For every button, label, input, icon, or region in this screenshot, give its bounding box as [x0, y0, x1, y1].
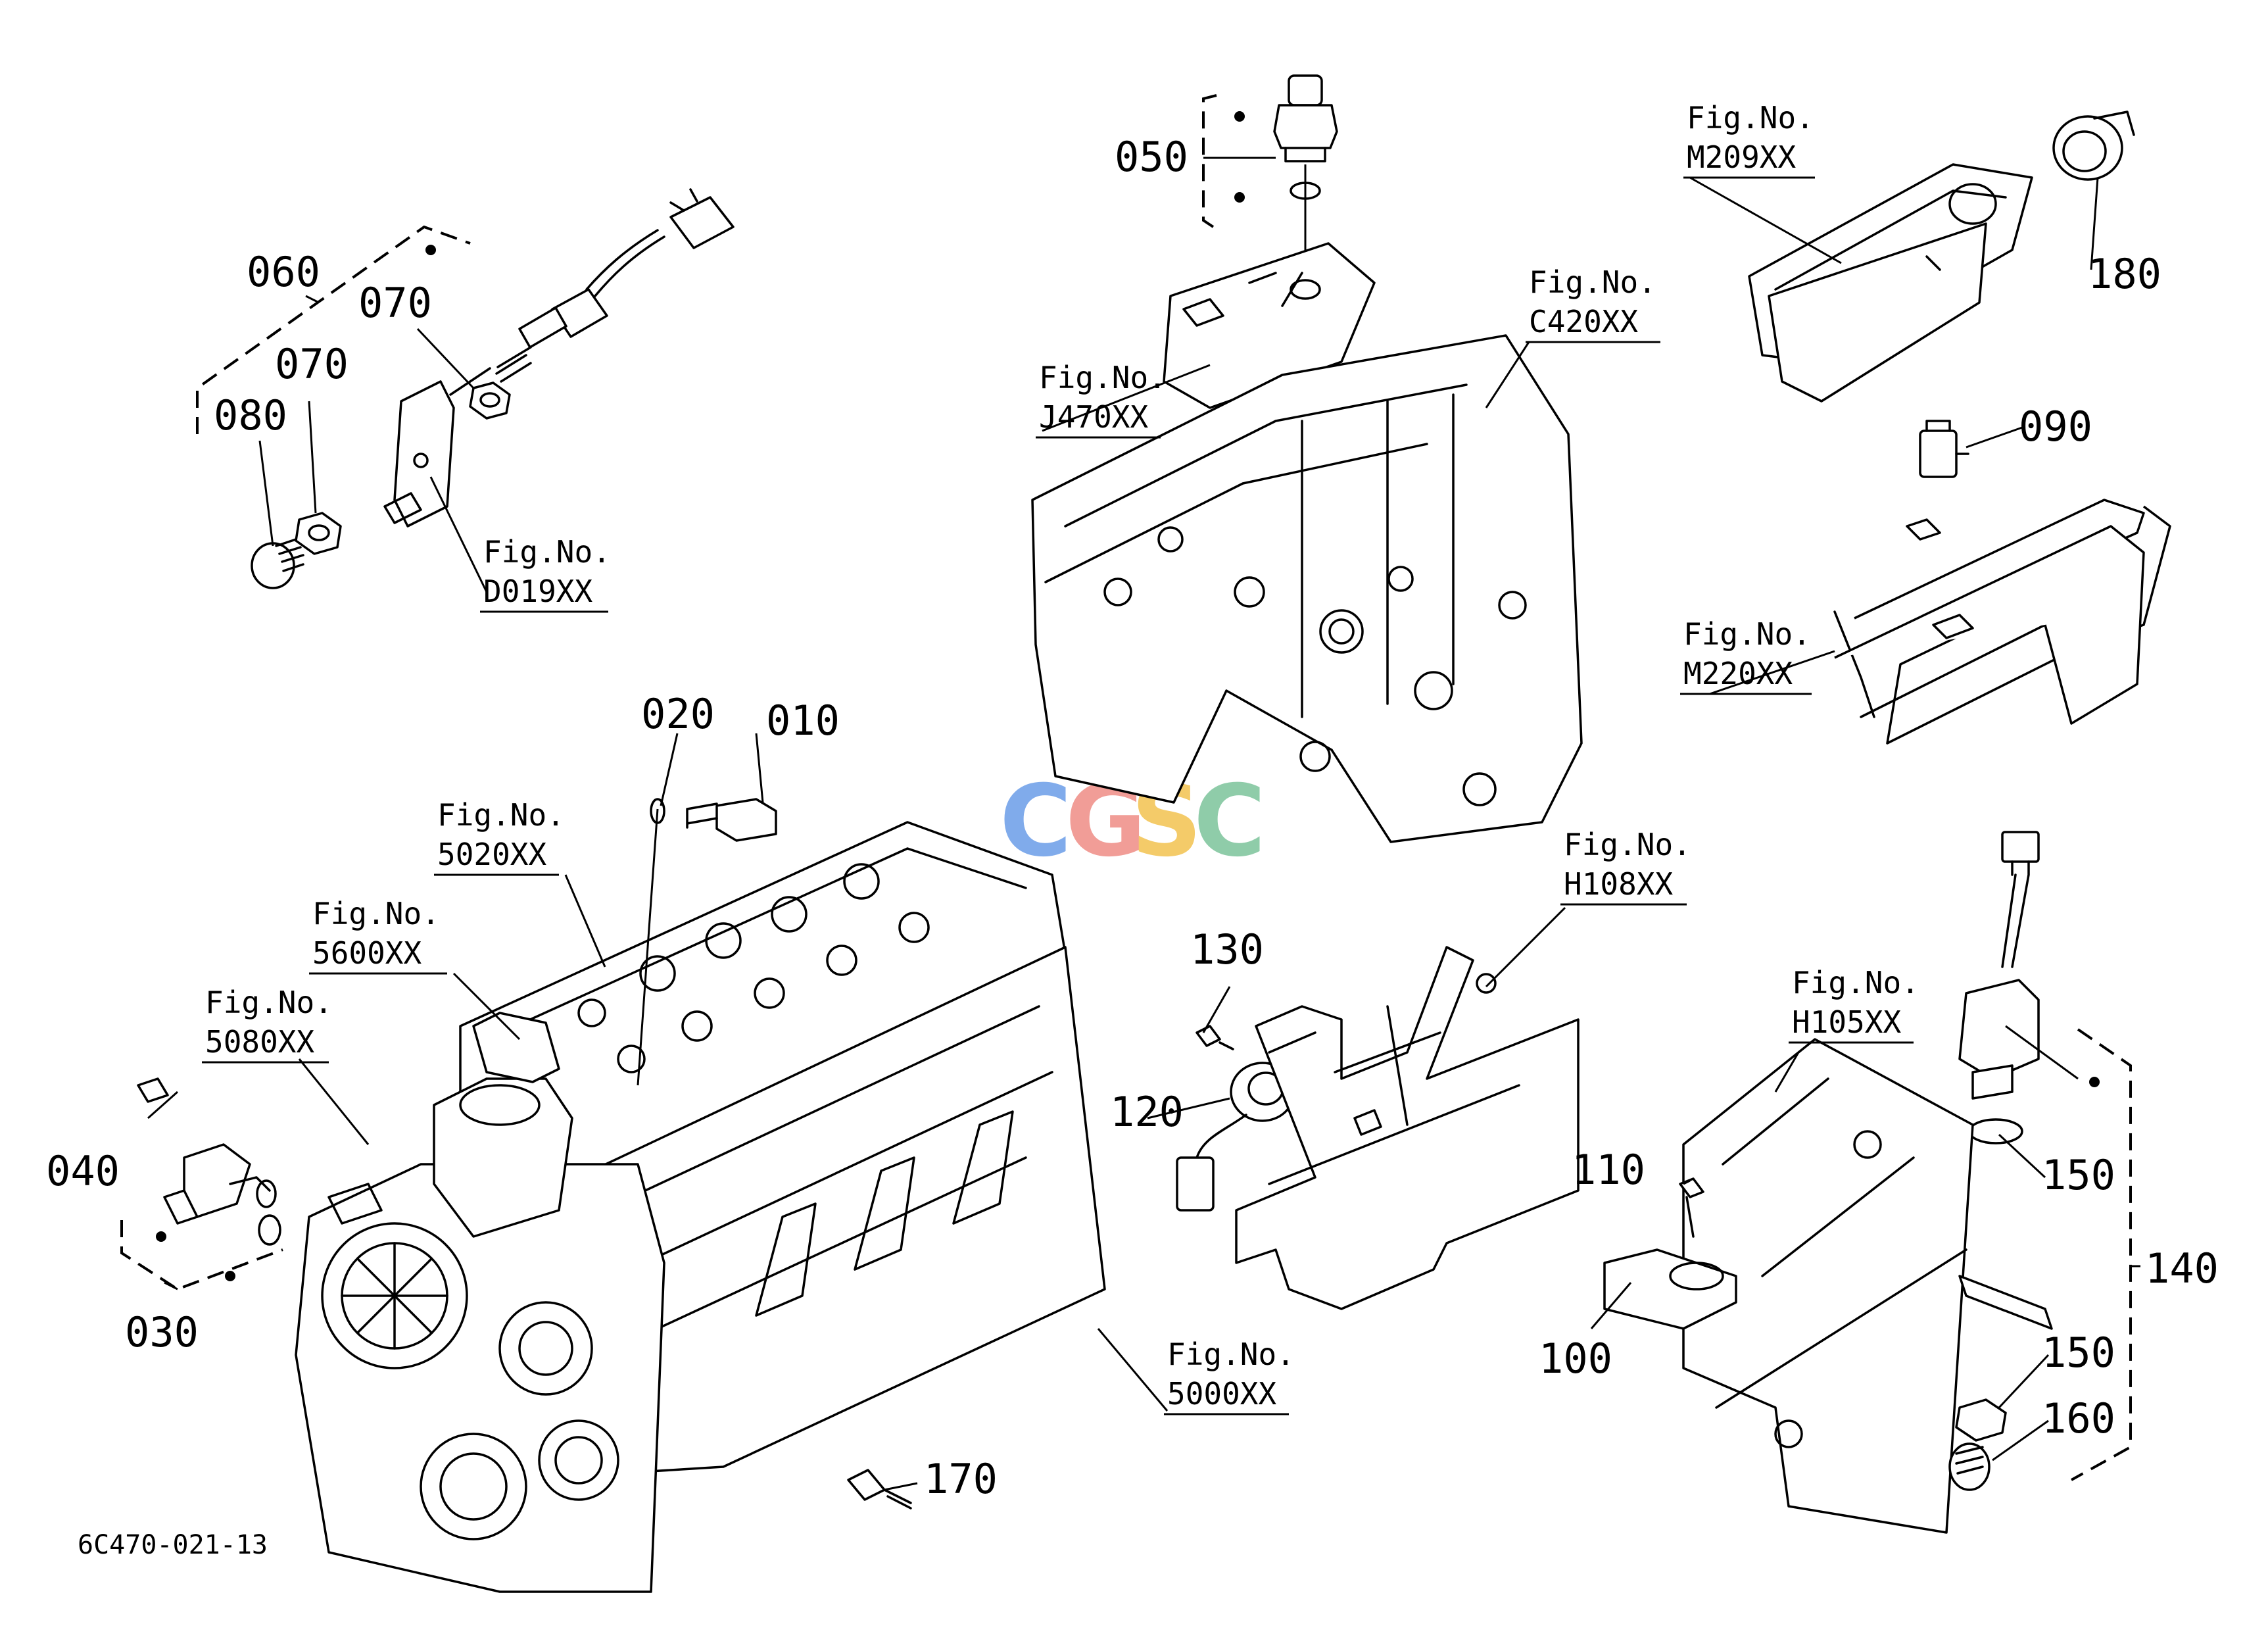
callout-160: 160 [2042, 1394, 2115, 1442]
svg-text:C: C [1194, 764, 1266, 879]
fig-ref-5600: Fig.No. 5600XX [309, 896, 447, 975]
callout-020: 020 [641, 690, 715, 738]
callout-070-upper: 070 [358, 279, 432, 327]
svg-text:Fig.No.: Fig.No. [1683, 616, 1811, 652]
svg-text:5000XX: 5000XX [1167, 1376, 1276, 1412]
callout-070-lower: 070 [275, 340, 349, 388]
svg-text:J470XX: J470XX [1039, 399, 1148, 435]
callout-090: 090 [2019, 403, 2092, 451]
bracket-dots [156, 111, 2100, 1281]
svg-text:Fig.No.: Fig.No. [1167, 1337, 1295, 1372]
callout-150-upper: 150 [2042, 1151, 2115, 1199]
svg-text:H108XX: H108XX [1564, 866, 1673, 902]
callout-100: 100 [1539, 1335, 1612, 1383]
figure-references: Fig.No. D019XX Fig.No. J470XX Fig.No. C4… [202, 100, 1919, 1415]
storage-tray-drawing [1748, 111, 2135, 403]
svg-text:Fig.No.: Fig.No. [205, 985, 333, 1020]
callout-180: 180 [2088, 250, 2161, 298]
svg-text:D019XX: D019XX [483, 574, 592, 609]
svg-text:Fig.No.: Fig.No. [1039, 360, 1167, 395]
callout-150-lower: 150 [2042, 1329, 2115, 1377]
svg-text:M220XX: M220XX [1683, 656, 1793, 691]
svg-text:Fig.No.: Fig.No. [437, 797, 565, 833]
temperature-sensor-drawing [637, 798, 777, 1086]
svg-text:5600XX: 5600XX [312, 935, 422, 971]
fig-ref-C420: Fig.No. C420XX [1526, 264, 1660, 343]
fig-ref-J470: Fig.No. J470XX [1036, 360, 1167, 439]
callout-080: 080 [214, 391, 287, 439]
fig-ref-D019: Fig.No. D019XX [480, 534, 611, 613]
fig-ref-H105: Fig.No. H105XX [1789, 965, 1919, 1044]
svg-text:5020XX: 5020XX [437, 837, 546, 872]
svg-text:Fig.No.: Fig.No. [312, 896, 440, 931]
callout-110: 110 [1572, 1146, 1645, 1194]
callout-140: 140 [2145, 1244, 2219, 1292]
fig-ref-M220: Fig.No. M220XX [1680, 616, 1812, 695]
crank-sensor-drawing [120, 1077, 283, 1291]
callout-040: 040 [46, 1147, 120, 1195]
svg-text:Fig.No.: Fig.No. [1687, 100, 1814, 135]
fig-ref-5080: Fig.No. 5080XX [202, 985, 333, 1064]
leader-lines [147, 157, 2140, 1491]
transmission-case-drawing [1031, 74, 1583, 843]
svg-text:Fig.No.: Fig.No. [483, 534, 611, 570]
callout-130: 130 [1190, 925, 1264, 973]
pedal-sensor-drawing [1603, 831, 2132, 1534]
fig-ref-5000: Fig.No. 5000XX [1164, 1337, 1295, 1415]
svg-text:Fig.No.: Fig.No. [1792, 965, 1919, 1000]
speed-sensor-assembly-drawing [196, 188, 735, 589]
fig-ref-M209: Fig.No. M209XX [1683, 100, 1815, 179]
svg-text:Fig.No.: Fig.No. [1564, 827, 1691, 862]
callout-120: 120 [1110, 1088, 1184, 1136]
callout-050: 050 [1115, 133, 1188, 181]
position-sensor-bracket-drawing [1176, 946, 1580, 1310]
callout-010: 010 [766, 697, 840, 745]
bracket-switch-drawing [1833, 420, 2171, 745]
diagram-code: 6C470-021-13 [78, 1530, 268, 1560]
callout-170: 170 [924, 1455, 998, 1503]
callout-030: 030 [125, 1308, 199, 1356]
svg-text:Fig.No.: Fig.No. [1529, 264, 1656, 300]
svg-text:M209XX: M209XX [1687, 139, 1796, 175]
svg-text:5080XX: 5080XX [205, 1024, 314, 1060]
callout-060: 060 [247, 248, 320, 296]
fig-ref-H108: Fig.No. H108XX [1560, 827, 1691, 906]
callout-labels: 010 020 030 040 050 060 070 070 080 090 … [46, 133, 2219, 1503]
svg-text:C420XX: C420XX [1529, 304, 1638, 339]
svg-text:H105XX: H105XX [1792, 1004, 1901, 1040]
fig-ref-5020: Fig.No. 5020XX [434, 797, 565, 876]
engine-block-drawing [295, 821, 1106, 1593]
